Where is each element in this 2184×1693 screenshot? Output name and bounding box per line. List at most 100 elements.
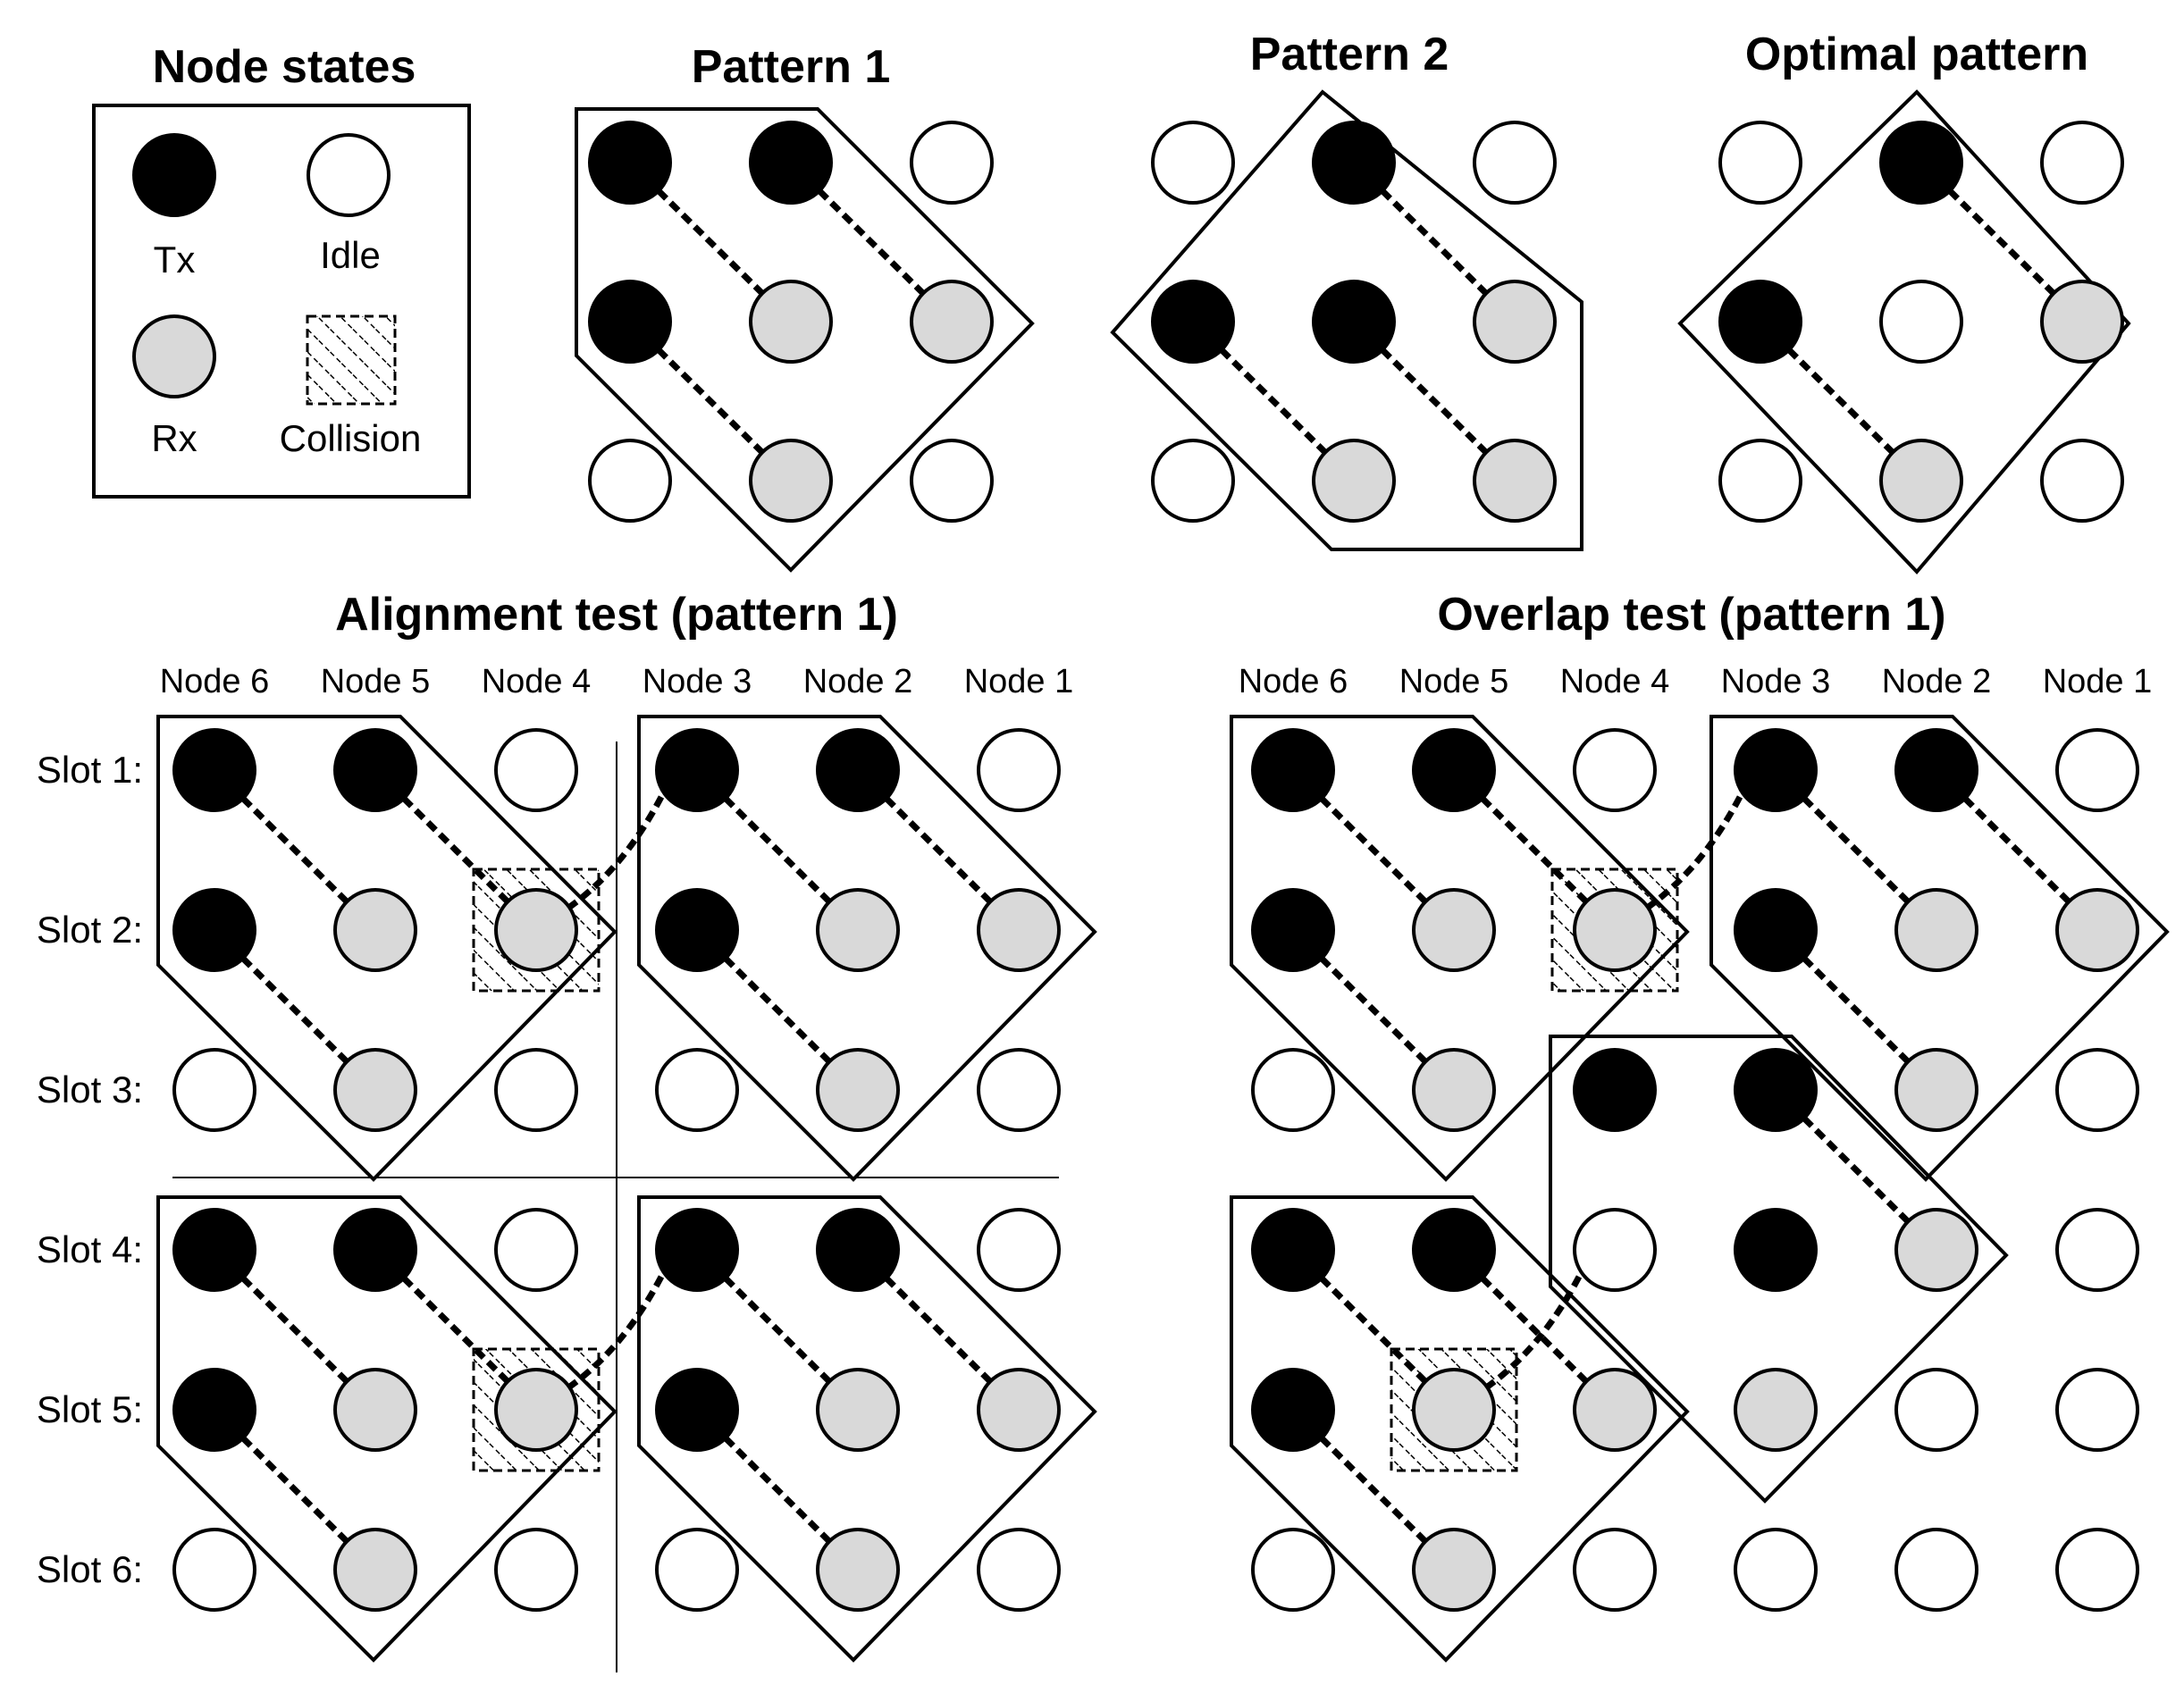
alignment-idle-node [494,1048,578,1132]
alignment-rx-node [816,1368,900,1452]
overlap-link [1802,796,1915,909]
overlap-test-title: Overlap test (pattern 1) [1437,589,1945,641]
node-label: Node 6 [160,663,270,700]
alignment-tx-node [172,1208,256,1292]
pattern1-tx-node [588,121,672,205]
overlap-interfering-link [1642,795,1743,913]
pattern-regions [575,89,2131,574]
alignment-idle-node [655,1528,739,1612]
alignment-link [723,956,836,1069]
slot-label: Slot 5: [37,1388,143,1430]
overlap-idle-node [1573,1528,1657,1612]
node-label: Node 4 [1560,663,1670,700]
overlap-idle-node [1573,728,1657,812]
alignment-region-2 [637,715,1097,1182]
overlap-idle-node [2055,1208,2139,1292]
optimal-rx-node [1879,439,1963,523]
overlap-tx-node [1734,1048,1818,1132]
overlap-idle-node [2055,1048,2139,1132]
alignment-tx-node [655,728,739,812]
overlap-link [1802,956,1915,1069]
alignment-link [240,1436,354,1548]
slot-label: Slot 1: [37,749,143,791]
alignment-tx-node [172,888,256,972]
overlap-rx-node [1412,1368,1496,1452]
pattern2-title: Pattern 2 [1250,29,1449,80]
overlap-region-3 [1549,1035,2009,1504]
optimal-pattern-region [1677,89,2131,574]
overlap-link [1319,956,1432,1069]
alignment-rx-node [977,888,1061,972]
optimal-link [1947,189,2061,300]
node-label: Node 2 [803,663,913,700]
optimal-idle-node [2040,121,2124,205]
pattern2-tx-node [1312,121,1396,205]
overlap-region-1 [1230,715,1690,1182]
overlap-tx-node [1734,1208,1818,1292]
alignment-idle-node [977,1048,1061,1132]
alignment-rx-node [333,1368,417,1452]
pattern2-link [1380,189,1493,300]
overlap-idle-node [1894,1368,1978,1452]
legend-collision-label: Collision [280,417,422,459]
overlap-tx-node [1251,728,1335,812]
pattern1-rx-node [910,280,994,364]
slot-labels: Slot 1: Slot 2: Slot 3: Slot 4: Slot 5: … [37,749,143,1590]
alignment-rx-node [333,1528,417,1612]
alignment-tx-node [333,728,417,812]
pattern2-link [1219,348,1332,459]
alignment-idle-node [172,1048,256,1132]
alignment-link [240,796,354,909]
pattern2-idle-node [1151,439,1235,523]
legend-tx-label: Tx [154,239,196,281]
pattern2-idle-node [1473,121,1557,205]
alignment-link [884,1276,997,1388]
alignment-rx-node [816,1528,900,1612]
optimal-idle-node [1879,280,1963,364]
overlap-rx-node [1734,1368,1818,1452]
alignment-idle-node [655,1048,739,1132]
alignment-link [723,1276,836,1388]
overlap-idle-node [1251,1048,1335,1132]
pattern2-idle-node [1151,121,1235,205]
overlap-rx-node [1412,1528,1496,1612]
alignment-region-3 [156,1195,617,1663]
pattern1-rx-node [749,280,833,364]
alignment-link [401,1276,515,1388]
overlap-idle-node [2055,1528,2139,1612]
overlap-idle-node [1573,1208,1657,1292]
overlap-tx-node [1251,1208,1335,1292]
alignment-link [401,796,515,909]
overlap-tx-node [1251,888,1335,972]
alignment-regions [156,715,1097,1672]
overlap-idle-node [1734,1528,1818,1612]
optimal-rx-node [2040,280,2124,364]
alignment-region-1 [156,715,617,1182]
alignment-idle-node [977,1528,1061,1612]
alignment-tx-node [333,1208,417,1292]
optimal-tx-node [1718,280,1802,364]
pattern1-link [817,189,930,300]
alignment-link [723,796,836,909]
overlap-tx-node [1894,728,1978,812]
overlap-rx-node [2055,888,2139,972]
overlap-link [1480,1276,1593,1388]
alignment-rx-node [333,1048,417,1132]
overlap-region-2 [1709,715,2170,1182]
alignment-link [884,796,997,909]
node-label: Node 2 [1882,663,1992,700]
alignment-tx-node [816,728,900,812]
slot-label: Slot 2: [37,909,143,951]
pattern1-rx-node [749,439,833,523]
overlap-idle-node [1251,1528,1335,1612]
pattern2-tx-node [1151,280,1235,364]
collision-layer [472,867,1679,1472]
overlap-link [1319,1436,1432,1548]
legend-rx-label: Rx [151,417,197,459]
optimal-tx-node [1879,121,1963,205]
alignment-link [240,1276,354,1388]
legend-title: Node states [153,41,416,93]
overlap-region-4 [1230,1195,1690,1663]
node-label: Node 3 [643,663,752,700]
